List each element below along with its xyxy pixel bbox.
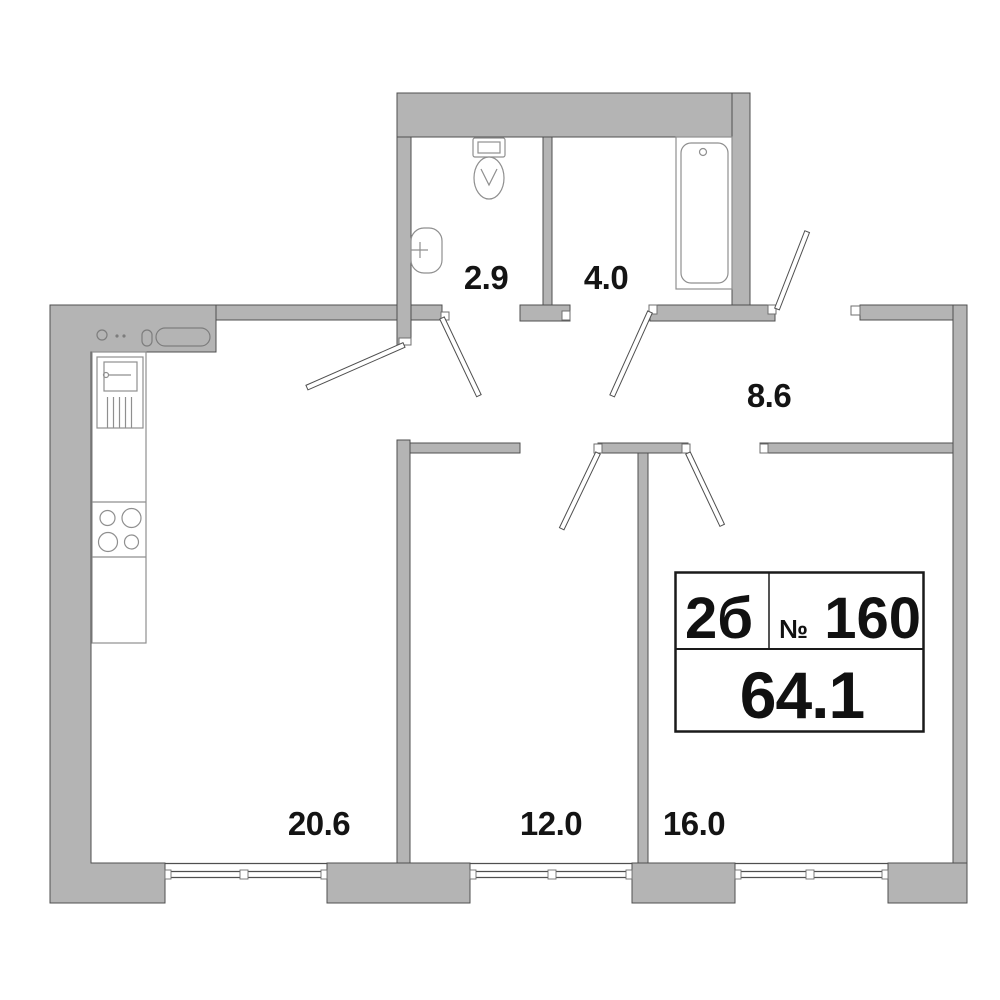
wall-right-outer [952,304,968,904]
room-label-bathroom: 4.0 [584,259,628,296]
wall-pier-2 [631,862,736,904]
room-label-bedroom-2: 16.0 [663,805,725,842]
wall-wc-bath-divider [542,136,553,306]
room-label-kitchen: 20.6 [288,805,350,842]
fixtures [91,136,733,644]
room-area-labels: 2.9 4.0 8.6 20.6 12.0 16.0 [288,259,792,842]
door-leaf-wc [439,316,482,398]
door-jamb [681,443,691,454]
door-jamb [759,443,769,454]
door-leaf-bedroom-1 [558,451,601,531]
wall-bath-right [731,92,751,306]
walls [49,92,968,904]
apartment-type: 2б [685,586,753,651]
bathtub-icon [675,136,733,290]
toilet-icon [472,137,506,200]
door-jamb [561,310,571,321]
door-jamb [767,304,777,315]
wall-block-top [396,92,751,138]
room-label-wc: 2.9 [464,259,509,296]
wall-pier-1 [326,862,471,904]
door-leaf-entrance [774,230,811,311]
stove-burners-icon [97,507,142,553]
door-jamb [648,304,658,315]
apartment-number: 160 [824,586,921,651]
room-label-bedroom-1: 12.0 [520,805,582,842]
info-box-frame [674,571,925,733]
wall-hall-bottom-right [759,442,954,454]
wall-bedroom1-top-left [409,442,521,454]
kitchen-unit-icon [91,351,147,644]
wall-wc-jamb [410,304,443,321]
wall-kitchen-partition [396,439,411,864]
wall-bath-bottom [649,304,776,322]
wall-bedrooms-top-middle [597,442,689,454]
wall-bedroom-divider [637,452,649,864]
door-jamb [593,443,603,454]
room-label-hallway: 8.6 [747,377,792,414]
door-leaf-kitchen [305,342,406,391]
doors [305,230,861,531]
vent-dot-icon [122,334,126,338]
apartment-total-area: 64.1 [740,658,864,732]
apartment-number-sign: № [779,614,808,644]
wall-pier-3 [887,862,968,904]
door-jamb [850,305,861,316]
vent-shaft-symbols [96,327,211,347]
wall-top-kitchen [215,304,398,321]
vent-circle-icon [96,329,108,341]
vent-duct-large-icon [155,327,211,347]
windows [164,862,889,880]
door-leaf-bathroom [609,310,653,398]
wall-left-outer [49,304,217,904]
apartment-info-box: 2б № 160 64.1 [674,571,925,733]
window-kitchen [164,862,328,880]
vent-duct-small-icon [141,329,153,347]
window-bedroom-1 [469,862,633,880]
vent-dot-icon [115,334,119,338]
sink-icon [410,227,443,274]
wall-entry-top [859,304,968,321]
window-bedroom-2 [734,862,889,880]
door-leaf-bedroom-2 [685,451,726,528]
door-jamb [398,337,412,346]
